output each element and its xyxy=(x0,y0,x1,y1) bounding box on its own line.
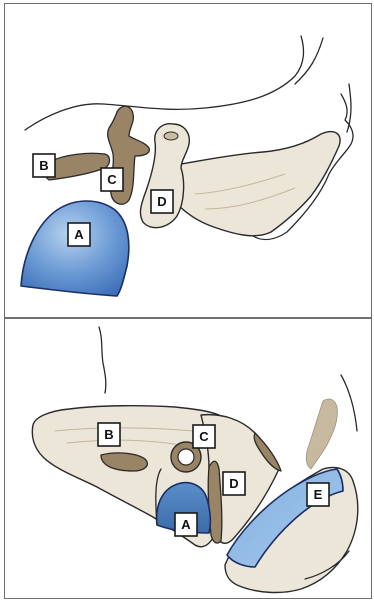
bottom-panel: B C D E A xyxy=(4,318,372,599)
svg-text:E: E xyxy=(314,487,323,502)
skull-outline xyxy=(25,36,303,130)
label-b-top: B xyxy=(33,154,55,177)
profile-outline xyxy=(99,327,106,393)
textured-strip xyxy=(306,399,337,469)
svg-text:A: A xyxy=(74,227,84,242)
label-a-top: A xyxy=(68,223,90,246)
label-d-bottom: D xyxy=(223,472,245,495)
skull-ridge xyxy=(295,38,323,84)
temporal-bone-body xyxy=(177,132,340,236)
svg-text:D: D xyxy=(229,476,238,491)
label-b-bottom: B xyxy=(98,423,120,446)
svg-text:B: B xyxy=(39,158,48,173)
label-a-bottom: A xyxy=(175,513,197,536)
structure-a-top xyxy=(21,201,129,296)
bottom-illustration: B C D E A xyxy=(5,319,371,598)
top-panel: B C D A xyxy=(4,3,372,318)
profile-outline-2 xyxy=(341,375,357,431)
svg-text:A: A xyxy=(181,517,191,532)
right-edge-line xyxy=(347,84,351,132)
label-c-bottom: C xyxy=(193,425,215,448)
top-illustration: B C D A xyxy=(5,4,371,317)
svg-text:B: B xyxy=(104,427,113,442)
svg-text:D: D xyxy=(157,194,166,209)
label-e-bottom: E xyxy=(307,483,329,506)
svg-text:C: C xyxy=(107,172,117,187)
label-c-top: C xyxy=(101,168,123,191)
label-d-top: D xyxy=(151,190,173,213)
svg-text:C: C xyxy=(199,429,209,444)
